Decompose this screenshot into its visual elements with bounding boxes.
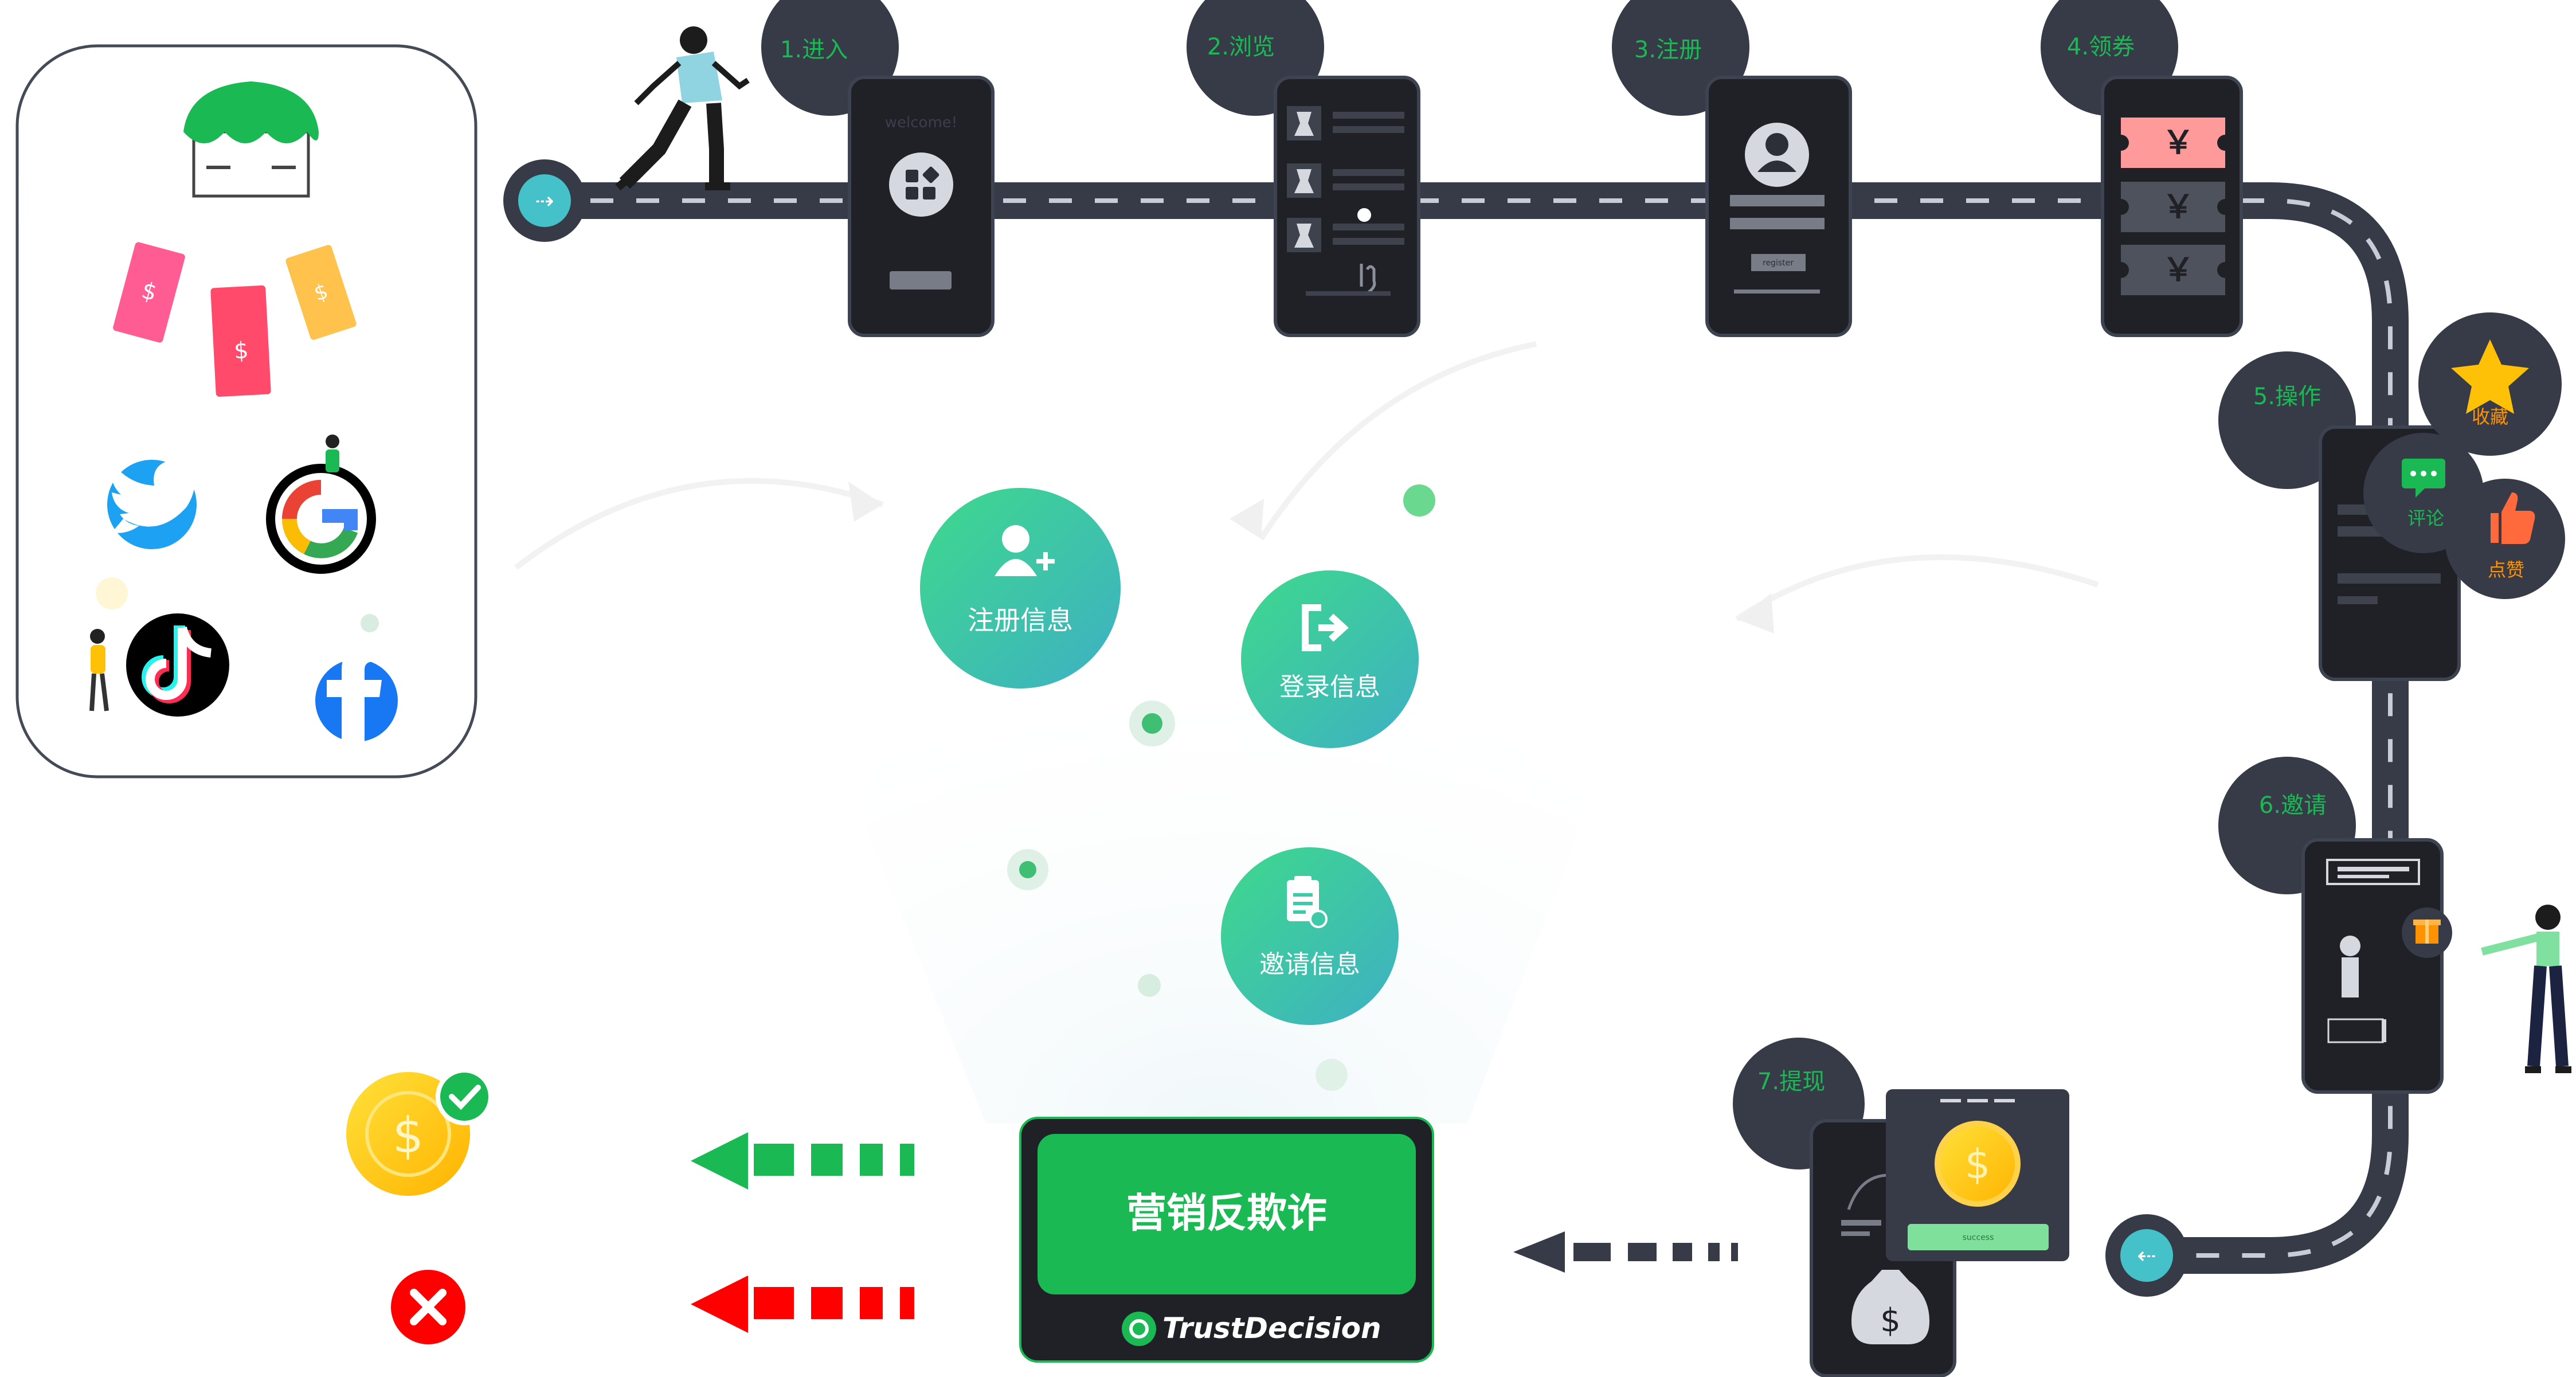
decor-curves <box>514 341 2099 622</box>
step-3-label: 3.注册 <box>1634 37 1702 63</box>
gift-icon <box>2402 907 2452 958</box>
invite-info-label: 邀请信息 <box>1259 950 1360 979</box>
star-icon <box>2451 339 2529 414</box>
step-1: 1.进入 welcome! <box>761 0 995 337</box>
shop-icon <box>183 81 319 198</box>
tiktok-icon <box>89 577 229 717</box>
coupon-glyph: ￥ <box>2162 189 2194 226</box>
channel-panel: $ $ $ <box>15 44 477 779</box>
step-7-label: 7.提现 <box>1757 1069 1825 1095</box>
money-bag-icon: $ <box>1851 1270 1929 1344</box>
register-info-label: 注册信息 <box>968 605 1073 636</box>
end-node: ⇠ <box>2105 1214 2188 1297</box>
like-action: 点赞 <box>2445 479 2565 599</box>
marketing-anti-fraud-engine: 营销反欺诈 TrustDecision <box>1019 1117 1434 1363</box>
step-4: 4.领券 ￥ ￥ ￥ <box>2041 0 2243 337</box>
step-7: 7.提现 $ $ success <box>1733 1038 2069 1377</box>
inviting-person-illustration <box>2481 905 2571 1073</box>
step-6: 6.邀请 <box>2218 757 2571 1094</box>
check-icon <box>436 1068 493 1125</box>
step-5: 5.操作 收藏 评论 点赞 <box>2218 312 2565 681</box>
road <box>545 182 2409 1274</box>
svg-text:$: $ <box>393 1107 424 1164</box>
coupon-icon: $ $ $ <box>113 242 357 397</box>
decor-dots <box>1007 484 1435 1091</box>
coupon-glyph: ￥ <box>2162 124 2194 162</box>
user-plus-icon <box>995 525 1055 576</box>
rejected <box>391 1270 465 1344</box>
engine-brand: TrustDecision <box>1162 1312 1381 1345</box>
svg-text:$: $ <box>1965 1141 1991 1188</box>
like-label: 点赞 <box>2488 559 2524 581</box>
svg-text:⇠: ⇠ <box>2137 1243 2156 1269</box>
comment-label: 评论 <box>2407 507 2444 529</box>
svg-text:$: $ <box>233 337 249 364</box>
coupon-icon <box>2113 118 2233 295</box>
trustdecision-logo: TrustDecision <box>1122 1312 1381 1346</box>
block-arrow <box>691 1276 914 1333</box>
login-icon <box>1302 604 1349 651</box>
pass-arrow <box>691 1132 914 1190</box>
approved-coin: $ <box>346 1068 493 1196</box>
clipboard-check-icon <box>1287 876 1328 928</box>
coupon-glyph: ￥ <box>2162 252 2194 289</box>
svg-text:$: $ <box>1880 1302 1901 1339</box>
chat-icon <box>2402 459 2445 498</box>
step-2: 2.浏览 <box>1187 0 1420 337</box>
favorite-action: 收藏 <box>2418 312 2562 456</box>
step-1-label: 1.进入 <box>780 37 848 63</box>
favorite-label: 收藏 <box>2472 406 2508 428</box>
thumbs-up-icon <box>2491 492 2535 544</box>
step-5-label: 5.操作 <box>2253 384 2321 410</box>
facebook-icon <box>315 644 398 742</box>
login-info: 登录信息 <box>1241 570 1419 748</box>
step-1-screen-text: welcome! <box>885 114 957 131</box>
twitter-icon <box>107 460 206 549</box>
google-icon <box>266 435 376 574</box>
withdraw-to-engine-arrow <box>1513 1231 1738 1273</box>
invite-info: 邀请信息 <box>1221 847 1399 1025</box>
step-3: 3.注册 register <box>1612 0 1852 337</box>
step-3-screen-text: register <box>1763 259 1794 268</box>
svg-text:⇢: ⇢ <box>535 188 554 214</box>
start-node: ⇢ <box>503 159 586 242</box>
dollar-coin-icon <box>1935 1121 2021 1207</box>
step-2-label: 2.浏览 <box>1207 34 1275 60</box>
background-fan <box>791 579 1651 1124</box>
login-info-label: 登录信息 <box>1279 672 1380 702</box>
walking-person-illustration <box>615 26 750 191</box>
engine-title: 营销反欺诈 <box>1126 1190 1327 1237</box>
register-info: 注册信息 <box>920 488 1121 688</box>
step-6-label: 6.邀请 <box>2259 792 2327 819</box>
step-7-screen-text: success <box>1963 1233 1994 1242</box>
step-4-label: 4.领券 <box>2067 34 2135 60</box>
